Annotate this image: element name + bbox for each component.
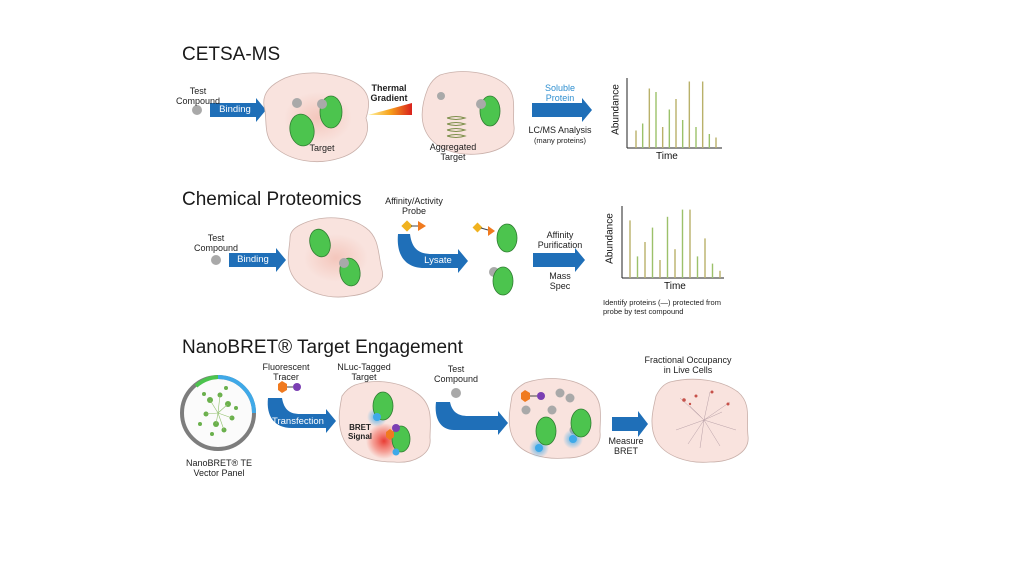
test-compound-arrow [435, 402, 508, 435]
target-label: Target [309, 143, 335, 153]
cell-icon [508, 378, 601, 459]
lysate-label: Lysate [424, 255, 452, 266]
nluc-icon [535, 444, 543, 452]
test-compound-icon [451, 388, 461, 398]
chart-ylabel: Abundance [604, 213, 616, 264]
protein-icon [309, 228, 331, 258]
binding-arrow [229, 248, 286, 272]
nluc-icon [392, 448, 400, 456]
compound-icon [317, 99, 327, 109]
chemprot-section [211, 206, 724, 298]
thermal-gradient-icon [368, 103, 412, 115]
nanobret-section [180, 375, 749, 463]
binding-label: Binding [237, 254, 269, 265]
compound-icon [339, 258, 349, 268]
binding-label: Binding [219, 104, 251, 115]
compound-icon [555, 388, 565, 398]
compound-icon [476, 99, 486, 109]
protein-icon [492, 266, 514, 296]
cetsa-section [192, 71, 722, 163]
aggregated-protein-icon [446, 115, 467, 139]
protein-icon [289, 113, 315, 147]
cell-icon [263, 72, 369, 163]
compound-icon [437, 92, 445, 100]
nluc-icon [569, 435, 577, 443]
purified-proteins [472, 222, 518, 296]
cell-icon [338, 381, 431, 463]
probe-icon [401, 220, 426, 232]
vector-panel-icon [180, 375, 256, 451]
protein-icon [391, 425, 411, 453]
lysate-arrow [397, 234, 468, 273]
chart-xlabel: Time [664, 281, 686, 292]
cell-icon [421, 71, 515, 155]
soluble-protein-arrow [532, 98, 592, 122]
affinity-arrow [533, 248, 585, 272]
section-title-chemprot: Chemical Proteomics [182, 189, 362, 210]
test-compound-icon [211, 255, 221, 265]
protein-icon [372, 391, 394, 421]
compound-icon [521, 405, 531, 415]
chart-chemprot [621, 206, 724, 279]
transfection-label: Transfection [272, 416, 324, 427]
test-compound-icon [192, 105, 202, 115]
compound-icon [547, 405, 557, 415]
section-title-cetsa: CETSA-MS [182, 44, 281, 65]
section-title-nanobret: NanoBRET® Target Engagement [182, 337, 463, 358]
chart-peaks [635, 81, 717, 148]
lcms-sub-label: (many proteins) [533, 136, 587, 145]
occupancy-cell-icon [651, 378, 749, 463]
protein-icon [570, 408, 592, 438]
chart-peaks [629, 209, 721, 278]
nluc-icon [373, 413, 381, 421]
binding-arrow [210, 98, 266, 122]
protein-icon [496, 223, 518, 253]
chart-xlabel: Time [656, 151, 678, 162]
transfection-arrow [267, 398, 336, 433]
compound-icon [565, 393, 575, 403]
protein-icon [535, 416, 557, 446]
tracer-icon [278, 381, 301, 393]
chart-cetsa [626, 78, 722, 149]
compound-icon [292, 98, 302, 108]
cell-icon [287, 217, 383, 298]
lcms-label: LC/MS Analysis [528, 125, 592, 135]
chart-ylabel: Abundance [610, 84, 622, 135]
measure-bret-arrow [612, 411, 648, 437]
